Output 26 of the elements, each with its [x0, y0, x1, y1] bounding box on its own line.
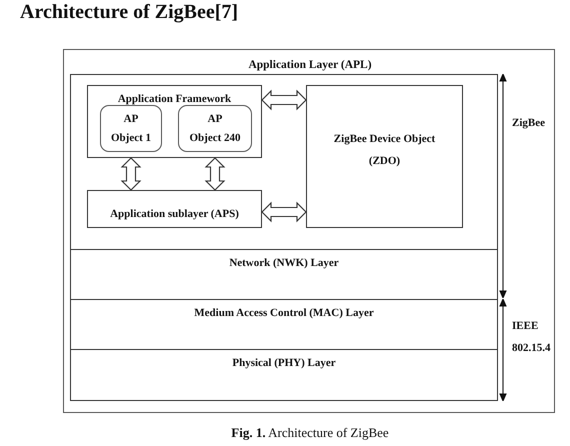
layer-title: Application Layer (APL) — [248, 58, 372, 73]
layer-box — [70, 249, 498, 300]
module-box — [87, 190, 262, 228]
figure-caption: Fig. 1. Architecture of ZigBee — [231, 424, 389, 442]
double-arrow — [261, 90, 307, 110]
object-label: AP Object 240 — [189, 112, 240, 146]
outer-frame — [63, 49, 555, 413]
stack-label: ZigBee — [512, 116, 546, 131]
stack-label: IEEE 802.15.4 — [512, 319, 552, 356]
figure-title: Architecture of ZigBee[7] — [20, 0, 238, 24]
module-box — [306, 85, 463, 228]
double-arrow — [120, 157, 142, 191]
object-box — [100, 105, 162, 152]
layer-label: Medium Access Control (MAC) Layer — [194, 306, 374, 321]
layer-label: Physical (PHY) Layer — [232, 356, 336, 371]
object-label: AP Object 1 — [110, 112, 151, 146]
double-arrow — [204, 157, 226, 191]
layer-label: Network (NWK) Layer — [229, 256, 339, 271]
module-label: Application sublayer (APS) — [110, 207, 239, 222]
object-box — [178, 105, 252, 152]
double-arrow — [261, 202, 307, 222]
layer-box — [70, 299, 498, 350]
module-label: ZigBee Device Object (ZDO) — [334, 132, 436, 169]
module-box — [87, 85, 262, 158]
layer-box — [70, 349, 498, 401]
module-label: Application Framework — [118, 92, 232, 107]
